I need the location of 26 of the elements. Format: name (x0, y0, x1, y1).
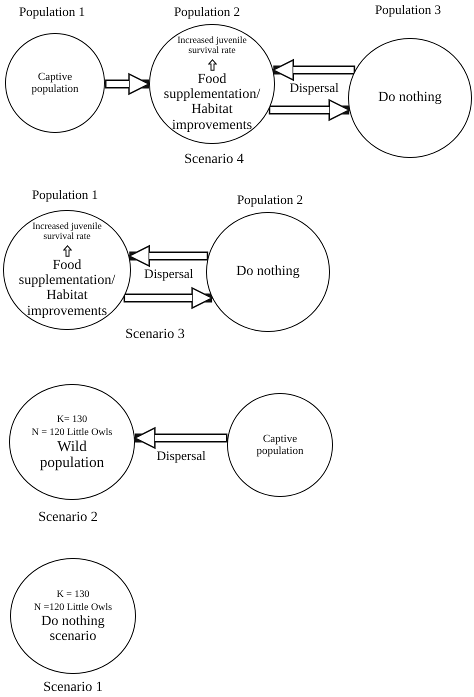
population-label: Population 3 (374, 2, 442, 18)
node-text: Wild population (38, 438, 106, 472)
edge-label: Dispersal (156, 448, 206, 464)
population-label: Scenario 2 (38, 510, 98, 526)
node-text: Food supplementation/ Habitat improvements (18, 258, 116, 320)
node-text: N =120 Little Owls (32, 602, 114, 613)
caption-label: Scenario 3 (125, 327, 185, 343)
node-text: N = 120 Little Owls (30, 426, 114, 438)
population-label: Scenario 1 (43, 680, 103, 696)
node-text: Captive population (30, 70, 80, 96)
node-text: Do nothing scenario (40, 614, 106, 644)
population-label: Population 1 (32, 187, 98, 203)
node-text: K= 130 (56, 414, 88, 424)
population-label: Population 1 (18, 4, 86, 20)
population-label: Population 2 (174, 4, 240, 20)
edge-label: Dispersal (144, 266, 194, 282)
node-text: Increased juvenile survival rate (176, 36, 248, 57)
population-label: Scenario 4 (184, 152, 244, 168)
node-text: Do nothing (377, 90, 443, 106)
edge-label: Dispersal (290, 80, 339, 96)
population-label: Population 2 (236, 192, 304, 208)
node-text: K = 130 (56, 588, 90, 600)
node-text: Captive population (255, 432, 305, 458)
node-text: Do nothing (235, 264, 301, 280)
node-text: Food supplementation/ Habitat improvements (162, 72, 262, 134)
node-text: Increased juvenile survival rate (31, 222, 103, 243)
